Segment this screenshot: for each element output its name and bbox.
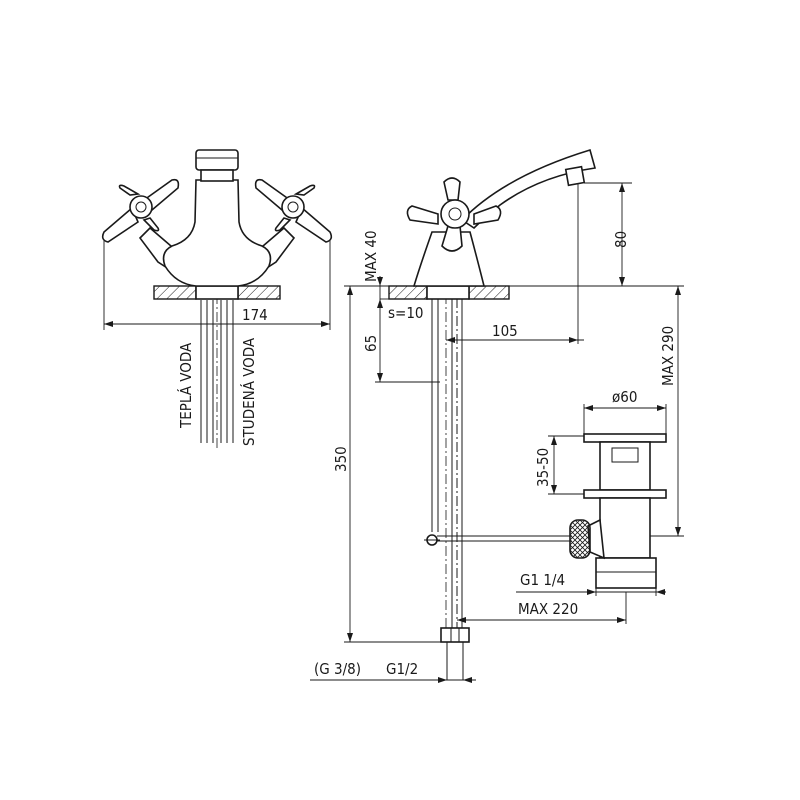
supply-pipes bbox=[200, 300, 234, 443]
side-plate-left bbox=[388, 285, 428, 300]
side-plate-right bbox=[468, 285, 510, 300]
dim-350: 350 bbox=[332, 286, 441, 643]
drain-flange bbox=[583, 433, 667, 443]
dim-35-50-label: 35-50 bbox=[534, 448, 552, 487]
dim-width: 174 bbox=[103, 240, 331, 330]
drain-knurled-knob bbox=[569, 519, 591, 559]
dim-80-label: 80 bbox=[612, 231, 630, 248]
left-handle-lever-up bbox=[142, 178, 180, 212]
drain-body-upper bbox=[599, 441, 651, 491]
dim-width-label: 174 bbox=[242, 306, 268, 324]
dim-phi60-label: ø60 bbox=[612, 388, 637, 406]
dim-g1-1-4: G1 1/4 bbox=[516, 571, 666, 596]
front-mixer-body bbox=[162, 179, 272, 287]
dim-65-label: 65 bbox=[362, 335, 380, 352]
dim-80: 80 bbox=[584, 182, 632, 286]
side-handle-lever-down bbox=[441, 225, 463, 252]
dim-g1-2-label: G1/2 bbox=[386, 660, 418, 678]
spout-aerator bbox=[564, 165, 586, 187]
dim-35-50: 35-50 bbox=[534, 435, 584, 495]
dim-max-40-label: MAX 40 bbox=[362, 230, 380, 282]
right-handle-lever-back bbox=[293, 184, 316, 196]
front-plate-right bbox=[237, 285, 281, 300]
front-aerator bbox=[195, 149, 239, 171]
front-view: 174 TEPLÁ VODA STUDENÁ VODA bbox=[101, 149, 333, 450]
front-plate-left bbox=[153, 285, 197, 300]
dim-g1-2: (G 3/8) G1/2 bbox=[310, 660, 476, 683]
left-handle-hub bbox=[129, 195, 153, 219]
dim-g3-8-label: (G 3/8) bbox=[314, 660, 361, 678]
side-view: 80 MAX 40 s=10 65 105 bbox=[310, 148, 684, 683]
dim-105-label: 105 bbox=[492, 322, 518, 340]
left-handle-lever-down bbox=[101, 206, 139, 243]
dim-s10-label: s=10 bbox=[388, 304, 424, 322]
left-handle-lever-back bbox=[118, 184, 141, 196]
right-handle-hub bbox=[281, 195, 305, 219]
side-handle bbox=[406, 177, 502, 252]
drain-outlet bbox=[595, 557, 657, 589]
dim-max-290-label: MAX 290 bbox=[659, 326, 677, 386]
drain-body-lower bbox=[599, 497, 651, 559]
dim-g1-1-4-label: G1 1/4 bbox=[520, 571, 565, 589]
left-handle bbox=[101, 178, 180, 243]
side-handle-hub bbox=[440, 199, 470, 229]
drain-nut bbox=[583, 489, 667, 499]
front-mount-base bbox=[195, 285, 239, 300]
dim-max-40: MAX 40 bbox=[362, 230, 389, 382]
dim-max-220: MAX 220 bbox=[457, 592, 627, 624]
right-handle-lever-down bbox=[295, 206, 333, 243]
drain-assembly bbox=[569, 433, 667, 589]
left-handle-lever-front bbox=[142, 217, 160, 232]
side-mount-base bbox=[426, 285, 470, 300]
right-handle-lever-up bbox=[254, 178, 292, 212]
side-handle-lever-up bbox=[443, 177, 461, 201]
dim-105: 105 bbox=[446, 183, 584, 344]
dim-max-220-label: MAX 220 bbox=[518, 600, 578, 618]
warm-water-label: TEPLÁ VODA bbox=[176, 342, 195, 429]
cold-water-label: STUDENÁ VODA bbox=[239, 337, 258, 446]
side-handle-lever-left bbox=[406, 205, 439, 225]
dim-65: 65 bbox=[362, 335, 440, 383]
dim-350-label: 350 bbox=[332, 446, 350, 472]
side-handle-lever-right bbox=[473, 205, 502, 225]
right-handle bbox=[254, 178, 333, 243]
right-handle-lever-front bbox=[274, 217, 292, 232]
dim-phi60: ø60 bbox=[583, 388, 667, 434]
bottom-connector-nut bbox=[440, 627, 470, 643]
front-aerator-ring bbox=[200, 169, 234, 182]
